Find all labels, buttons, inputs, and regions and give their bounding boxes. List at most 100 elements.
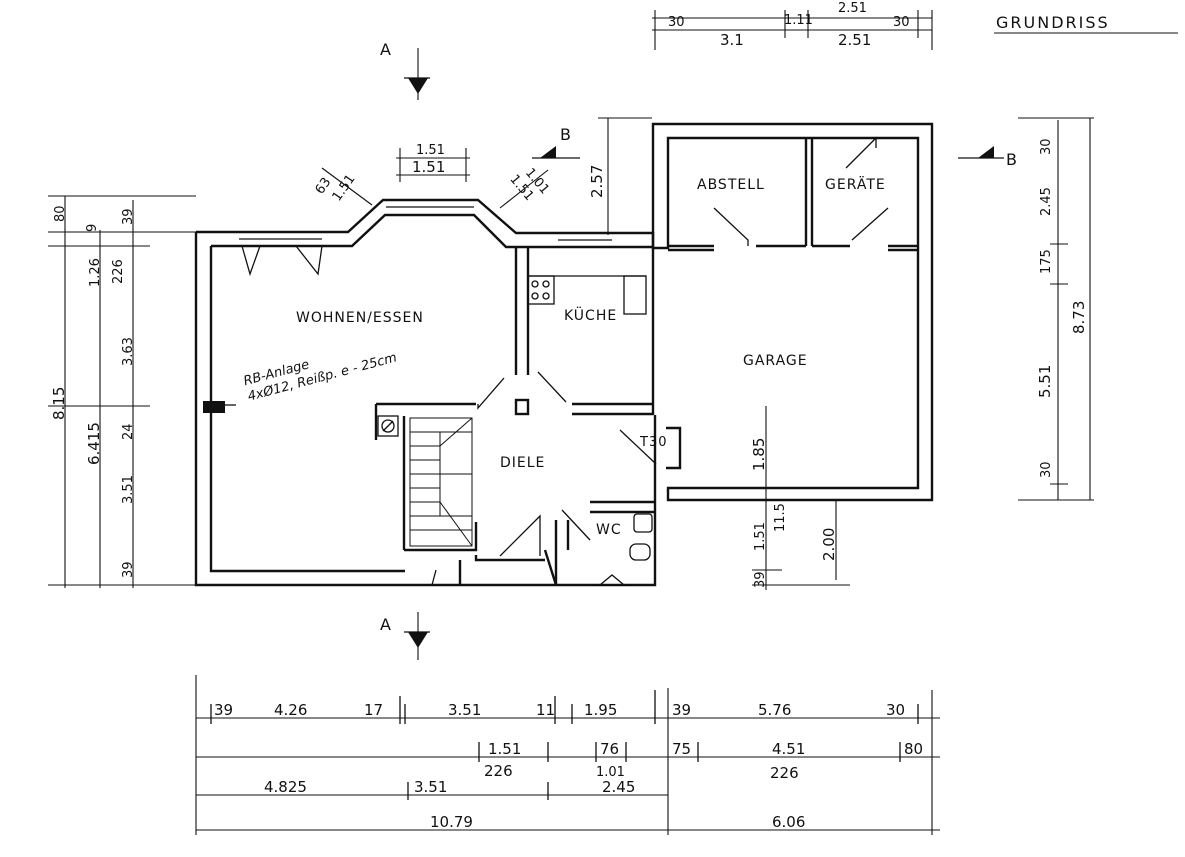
dim-top-30b: 30 xyxy=(893,15,910,30)
dim-right-30b: 30 xyxy=(1039,461,1054,478)
dim-garage-39: 39 xyxy=(753,571,768,588)
wall-pier xyxy=(514,398,530,416)
entrance-walls xyxy=(458,549,558,586)
room-label-geraete: GERÄTE xyxy=(825,175,886,193)
section-label-b-left: B xyxy=(560,125,572,144)
plan-title: GRUNDRISS xyxy=(996,13,1110,32)
inner-wall-house xyxy=(209,213,653,573)
dim-bottom-r3-4825: 4.825 xyxy=(264,778,307,796)
dimension-chain-top-right: 30 1.11 2.51 30 3.1 11 2.51 xyxy=(652,1,933,50)
section-label-a-top: A xyxy=(380,40,392,59)
dim-bay-height: 2.57 xyxy=(588,165,606,198)
title-block: GRUNDRISS xyxy=(994,13,1178,34)
dim-left-363: 3.63 xyxy=(121,337,136,366)
dim-left-24: 24 xyxy=(121,423,136,440)
window-swing-geraete xyxy=(845,136,877,169)
room-label-garage: GARAGE xyxy=(743,353,808,369)
dim-left-126: 1.26 xyxy=(88,258,103,287)
dim-left-9: 9 xyxy=(85,224,100,232)
wc-walls xyxy=(554,500,655,585)
wc-toilet-icon xyxy=(629,543,651,561)
room-label-kueche: KÜCHE xyxy=(564,306,617,324)
stair-walls xyxy=(374,402,478,552)
dim-garage-115: 11.5 xyxy=(773,503,788,532)
wall-kitchen-bottom xyxy=(572,402,653,416)
dim-right-30: 30 xyxy=(1039,138,1054,155)
window-swing-2 xyxy=(295,245,323,276)
window-swing-1 xyxy=(241,245,261,277)
dim-top-251b: 2.51 xyxy=(838,31,871,49)
dim-bottom-r2sub-226b: 226 xyxy=(770,764,799,782)
dim-bottom-r2-151: 1.51 xyxy=(488,740,521,758)
dim-bottom-r2-451: 4.51 xyxy=(772,740,805,758)
reinforcement-annotation: RB-Anlage 4xØ12, Reißp. e - 25cm xyxy=(242,350,398,404)
dim-top-30a: 30 xyxy=(668,15,685,30)
dim-bottom-r1-11: 11 xyxy=(536,701,555,719)
dim-bottom-r1-351: 3.51 xyxy=(448,701,481,719)
dimension-bay: 1.51 1.51 63 1.51 1.01 1.51 2.57 xyxy=(313,117,652,235)
dimension-garage-side: 1.85 1.51 11.5 2.00 39 xyxy=(750,406,850,590)
room-labels: WOHNEN/ESSEN KÜCHE DIELE WC ABSTELL GERÄ… xyxy=(296,175,886,538)
dim-left-351: 3.51 xyxy=(121,475,136,504)
section-arrow-b-left-icon xyxy=(540,146,556,158)
section-arrow-a-top-icon xyxy=(408,78,428,94)
wc-washbasin-icon xyxy=(633,513,653,533)
dim-right-551: 5.51 xyxy=(1036,365,1054,398)
door-label-t30: T30 xyxy=(639,435,667,450)
wall-living-kitchen xyxy=(514,247,530,375)
dim-garage-185: 1.85 xyxy=(750,438,768,471)
dimension-chain-left: 80 1.26 9 39 226 3.63 8.15 6.415 24 3.51 xyxy=(48,195,196,588)
section-arrow-b-right-icon xyxy=(978,146,994,158)
entrance-step xyxy=(431,569,437,586)
room-label-wohnen: WOHNEN/ESSEN xyxy=(296,310,424,326)
kitchen-stove-icon xyxy=(527,275,555,305)
dim-bottom-r1-39a: 39 xyxy=(214,701,233,719)
dim-left-6415: 6.415 xyxy=(85,422,103,465)
dim-left-226: 226 xyxy=(111,259,126,284)
door-swing-diele-1 xyxy=(477,377,505,410)
door-swing-wc xyxy=(561,509,591,541)
dim-bottom-r2-75: 75 xyxy=(672,740,691,758)
dim-bay-top2: 1.51 xyxy=(412,158,445,176)
dim-top-31: 3.1 xyxy=(720,31,744,49)
kitchen-sink-icon xyxy=(623,275,647,315)
dim-right-175: 175 xyxy=(1039,249,1054,274)
room-label-abstell: ABSTELL xyxy=(697,177,765,193)
door-swing-entrance xyxy=(499,514,541,557)
door-swing-t30 xyxy=(619,429,657,465)
dim-bottom-r1-576: 5.76 xyxy=(758,701,791,719)
dim-top-111: 1.11 xyxy=(784,13,813,28)
dim-left-39b: 39 xyxy=(121,561,136,578)
dim-garage-151: 1.51 xyxy=(753,522,768,551)
door-swing-diele-2 xyxy=(537,371,567,403)
dim-bottom-r2-80: 80 xyxy=(904,740,923,758)
dim-garage-200: 2.00 xyxy=(820,528,838,561)
outer-wall-garage xyxy=(651,122,934,502)
section-label-b-right: B xyxy=(1006,150,1018,169)
dim-bottom-r3-245: 2.45 xyxy=(602,778,635,796)
section-markers: A A B B xyxy=(380,40,1018,660)
dim-bottom-r3-351: 3.51 xyxy=(414,778,447,796)
door-swing-abstell xyxy=(713,207,749,246)
room-label-wc: WC xyxy=(596,522,622,538)
section-arrow-a-bottom-icon xyxy=(408,632,428,648)
dimension-chain-right: 30 2.45 175 5.51 8.73 30 xyxy=(1018,117,1094,501)
staircase xyxy=(409,417,473,547)
storage-dividers xyxy=(668,138,918,252)
dim-bottom-r1-17: 17 xyxy=(364,701,383,719)
dim-bay-top1: 1.51 xyxy=(416,143,445,158)
chimney xyxy=(377,415,399,437)
t30-door-walls xyxy=(666,426,682,470)
room-label-diele: DIELE xyxy=(500,455,545,471)
dim-bottom-r4-1079: 10.79 xyxy=(430,813,473,831)
dim-left-815: 8.15 xyxy=(50,387,68,420)
dim-bottom-r1-195: 1.95 xyxy=(584,701,617,719)
dim-bottom-r2-76: 76 xyxy=(600,740,619,758)
dim-top-251a: 2.51 xyxy=(838,1,867,16)
dim-bottom-r1-39b: 39 xyxy=(672,701,691,719)
door-swing-geraete xyxy=(851,207,889,241)
section-label-a-bottom: A xyxy=(380,615,392,634)
dim-bottom-r1-30: 30 xyxy=(886,701,905,719)
dim-left-80: 80 xyxy=(53,205,68,222)
